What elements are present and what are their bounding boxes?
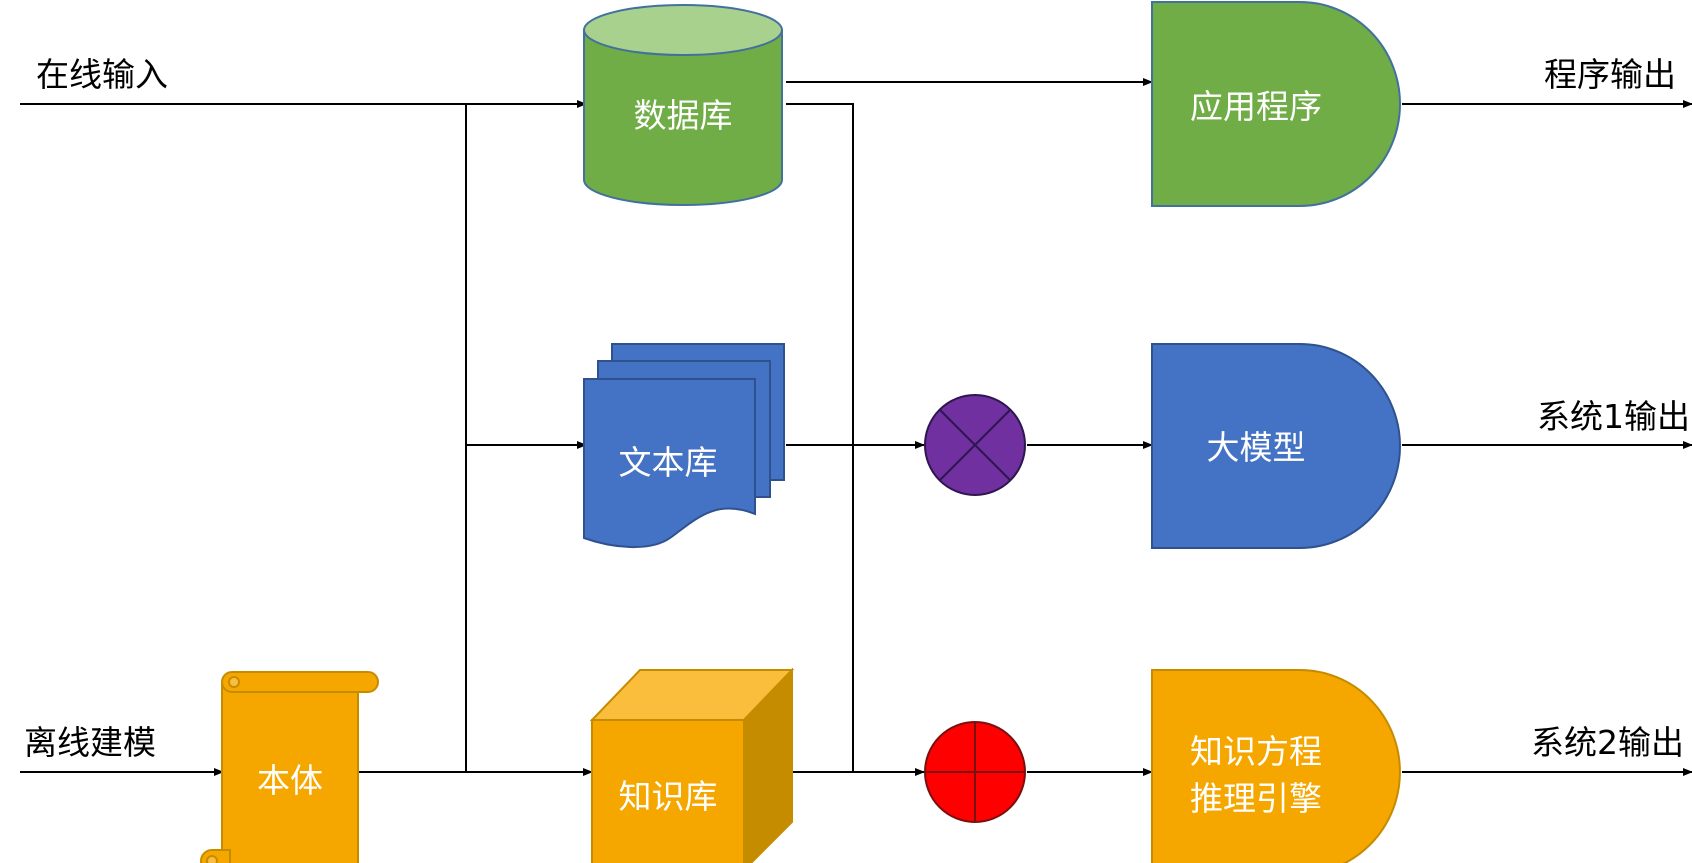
sum-node [924, 721, 1026, 823]
ontology-node: 本体 [200, 671, 379, 863]
multiply-node [924, 394, 1026, 496]
database-bypass-line [786, 103, 854, 772]
application-label: 应用程序 [1190, 87, 1322, 126]
database-node: 数据库 [583, 4, 783, 206]
text-corpus-node: 文本库 [583, 343, 785, 548]
knowledge-base-label: 知识库 [619, 777, 718, 816]
large-model-node: 大模型 [1151, 343, 1401, 549]
online-input-label: 在线输入 [36, 55, 168, 94]
program-output-label: 程序输出 [1544, 55, 1676, 94]
system2-output-label: 系统2输出 [1531, 723, 1684, 762]
database-label: 数据库 [634, 96, 733, 135]
application-node: 应用程序 [1151, 1, 1401, 207]
offline-input-label: 离线建模 [24, 723, 156, 762]
system1-output-label: 系统1输出 [1537, 397, 1690, 436]
reasoning-engine-label-line2: 推理引擎 [1190, 779, 1322, 818]
reasoning-engine-node: 知识方程 推理引擎 [1151, 669, 1401, 863]
text-corpus-label: 文本库 [619, 443, 718, 482]
large-model-label: 大模型 [1207, 428, 1306, 467]
reasoning-engine-label-line1: 知识方程 [1190, 732, 1322, 771]
ontology-label: 本体 [257, 761, 323, 800]
knowledge-base-node: 知识库 [589, 667, 795, 863]
connectors [20, 78, 1692, 776]
